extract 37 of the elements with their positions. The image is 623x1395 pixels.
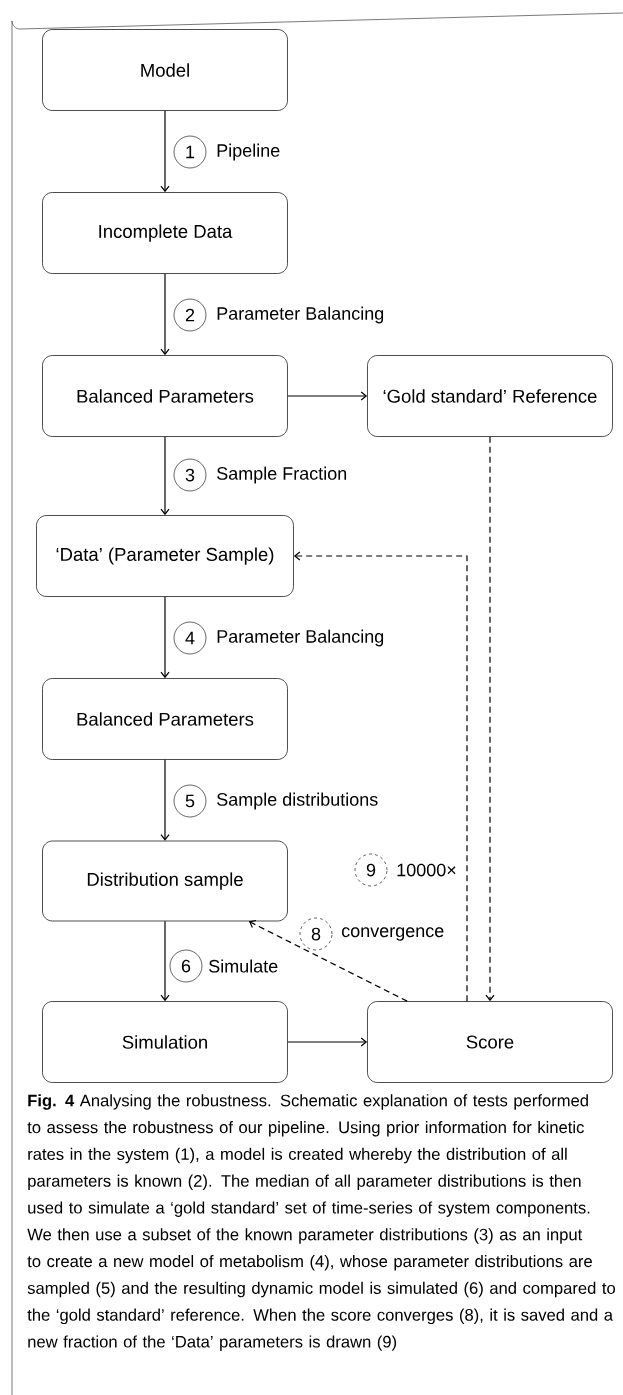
callout-number: 2 (173, 298, 207, 332)
callout-number: 6 (169, 949, 203, 983)
callout-number: 9 (354, 853, 388, 887)
process-box: ‘Data’ (Parameter Sample) (36, 515, 294, 597)
callout-number: 5 (173, 784, 207, 818)
callout-number: 3 (173, 458, 207, 492)
arrow (293, 551, 468, 1002)
caption: Fig. 4 Analysing the robustness. Schematic explanation of tests performed to assess the robustness of our pipeline. Using prior information for kinetic rates in the system (1), a model is created whereby the distribution of all parameters is known (2). The median of all parameter distributions is then used to simulate a ‘gold standard’ set of time-series of system components. We then use a subset of the known parameter distributions (3) as an input to create a new model of metabolism (4), whose parameter distributions are sampled (5) and the resulting dynamic model is simulated (6) and compared to the ‘gold standard’ reference. When the score converges (8), it is saved and a new fraction of the ‘Data’ parameters is drawn (9) (27, 1094, 616, 1351)
edge-label: Simulate (209, 959, 278, 973)
edge-label: Parameter Balancing (217, 306, 384, 324)
process-box: Distribution sample (42, 840, 288, 922)
process-box: ‘Gold standard’ Reference (367, 355, 613, 437)
edge-label: Sample distributions (217, 792, 378, 810)
arrow (485, 436, 495, 1002)
arrow (160, 759, 170, 841)
process-box: Balanced Parameters (42, 355, 288, 437)
process-box: Model (42, 29, 288, 111)
process-box: Balanced Parameters (42, 678, 288, 760)
callout-number: 1 (173, 135, 207, 169)
process-box: Simulation (42, 1001, 288, 1083)
edge-label: 10000× (397, 863, 456, 877)
arrow (287, 1037, 368, 1047)
edge-label: Pipeline (217, 143, 280, 161)
process-box: Score (367, 1001, 613, 1083)
arrow (160, 436, 170, 516)
arrow (160, 273, 170, 356)
edge-label: convergence (341, 927, 444, 941)
edge-label: Parameter Balancing (217, 629, 384, 647)
process-box: Incomplete Data (42, 192, 288, 274)
arrow (160, 920, 170, 1002)
arrow (160, 110, 170, 193)
arrow (287, 391, 368, 401)
callout-number: 8 (299, 917, 333, 951)
arrow (160, 596, 170, 679)
arrow (248, 919, 408, 1002)
edge-label: Sample Fraction (217, 466, 347, 484)
callout-number: 4 (173, 621, 207, 655)
